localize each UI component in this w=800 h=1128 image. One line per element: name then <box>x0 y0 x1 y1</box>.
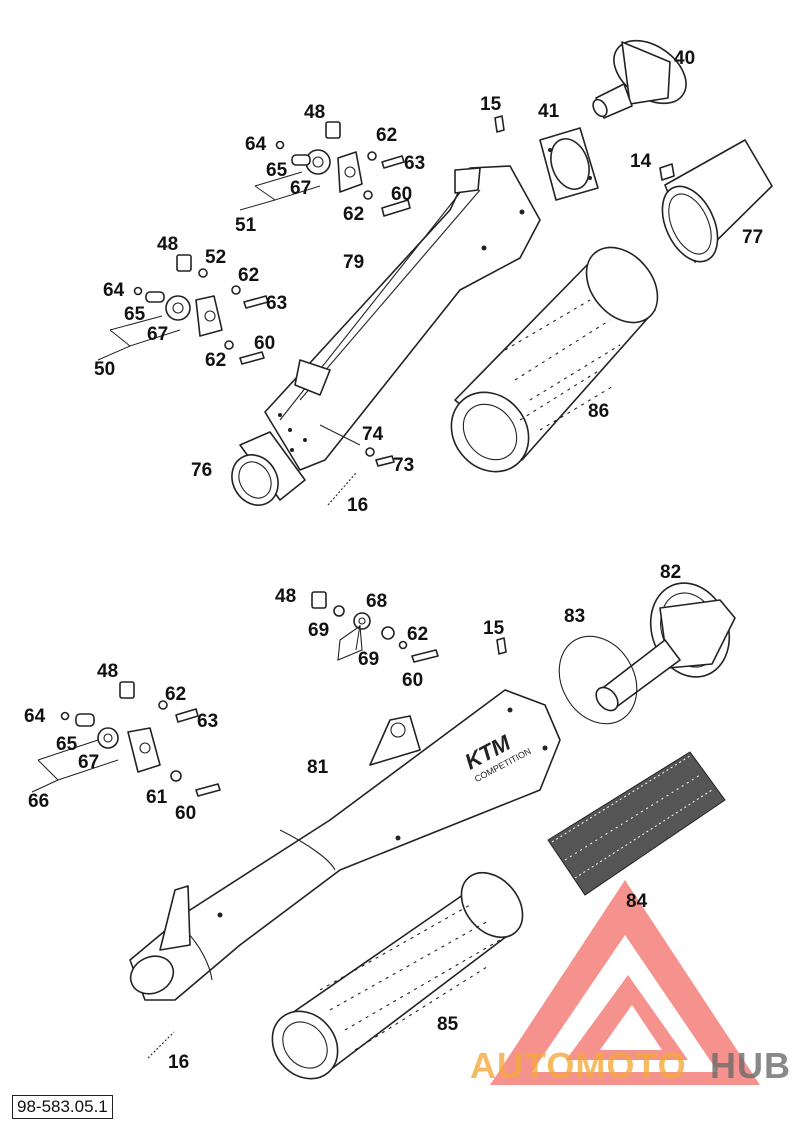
callout-62: 62 <box>343 204 364 225</box>
callout-40: 40 <box>674 48 695 69</box>
callout-41: 41 <box>538 101 560 122</box>
callout-66: 66 <box>28 791 49 812</box>
callout-73: 73 <box>393 455 414 476</box>
callout-84: 84 <box>626 891 648 912</box>
packing-85 <box>271 871 524 1080</box>
callout-52: 52 <box>205 247 226 268</box>
callout-61: 61 <box>146 787 168 808</box>
steel-wool-84 <box>547 751 726 896</box>
callout-15: 15 <box>483 618 505 639</box>
callout-60: 60 <box>254 333 275 354</box>
callout-77: 77 <box>742 227 763 248</box>
callout-62: 62 <box>238 265 259 286</box>
callouts-bottom: 48 68 69 69 62 60 15 82 83 48 62 63 64 6… <box>24 562 681 1073</box>
callout-85: 85 <box>437 1014 459 1035</box>
callout-67: 67 <box>78 752 99 773</box>
callout-82: 82 <box>660 562 681 583</box>
packing-86 <box>450 246 659 473</box>
callout-63: 63 <box>404 153 425 174</box>
callout-48: 48 <box>157 234 178 255</box>
diagram-code-label: 98-583.05.1 <box>12 1095 113 1119</box>
callout-60: 60 <box>175 803 196 824</box>
callout-60: 60 <box>391 184 412 205</box>
callout-74: 74 <box>362 424 384 445</box>
callout-65: 65 <box>124 304 146 325</box>
end-cap-40 <box>592 39 687 119</box>
silencer-tube-79 <box>264 165 541 471</box>
leader-lines-top <box>97 171 361 446</box>
callout-14: 14 <box>630 151 652 172</box>
callout-62: 62 <box>407 624 428 645</box>
callout-67: 67 <box>147 324 168 345</box>
callout-86: 86 <box>588 401 609 422</box>
callout-63: 63 <box>266 293 287 314</box>
watermark-text: AUTOMOTO HUB <box>470 1045 791 1086</box>
sleeve-77 <box>661 139 773 263</box>
hardware-bottom <box>60 591 507 1059</box>
callout-79: 79 <box>343 252 364 273</box>
muffler-81: KTM COMPETITION <box>129 689 561 1001</box>
callout-50: 50 <box>94 359 115 380</box>
end-cap-82 <box>595 582 736 712</box>
callout-16: 16 <box>168 1052 189 1073</box>
callout-68: 68 <box>366 591 387 612</box>
callout-64: 64 <box>103 280 125 301</box>
callout-62: 62 <box>165 684 186 705</box>
callout-16: 16 <box>347 495 368 516</box>
callout-48: 48 <box>275 586 296 607</box>
callout-48: 48 <box>304 102 325 123</box>
callout-65: 65 <box>56 734 78 755</box>
callout-60: 60 <box>402 670 423 691</box>
leader-lines-bottom <box>31 624 361 793</box>
callout-51: 51 <box>235 215 257 236</box>
watermark-text-gray: HUB <box>710 1045 791 1086</box>
watermark-logo <box>490 880 760 1085</box>
callout-76: 76 <box>191 460 212 481</box>
callout-83: 83 <box>564 606 585 627</box>
callout-65: 65 <box>266 160 288 181</box>
callout-62: 62 <box>376 125 397 146</box>
hardware-top <box>133 115 675 506</box>
callout-64: 64 <box>24 706 46 727</box>
callout-63: 63 <box>197 711 218 732</box>
callout-69: 69 <box>308 620 329 641</box>
watermark-text-orange: AUTOMOTO <box>470 1045 687 1086</box>
callout-81: 81 <box>307 757 329 778</box>
o-ring-83 <box>558 635 638 725</box>
callout-64: 64 <box>245 134 267 155</box>
inlet-flange-76 <box>231 431 306 506</box>
callout-69: 69 <box>358 649 379 670</box>
callout-67: 67 <box>290 178 311 199</box>
callout-48: 48 <box>97 661 118 682</box>
callout-62: 62 <box>205 350 226 371</box>
callouts-top: 40 15 41 14 77 48 64 65 67 51 62 63 60 6… <box>94 48 763 516</box>
flange-plate-41 <box>539 127 599 201</box>
callout-15: 15 <box>480 94 502 115</box>
